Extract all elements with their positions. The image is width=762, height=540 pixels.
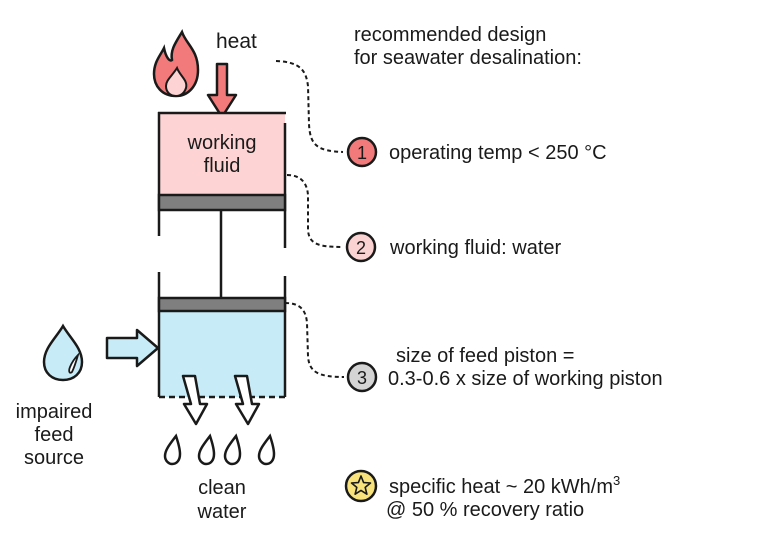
down-arrow-icon bbox=[206, 62, 238, 119]
working-piston bbox=[157, 193, 287, 212]
clean-water-drop-icon bbox=[197, 433, 216, 466]
clean-water-drops bbox=[163, 433, 276, 466]
working-fluid-region bbox=[159, 113, 285, 195]
flame-icon bbox=[152, 29, 200, 98]
feed-cylinder bbox=[157, 272, 287, 399]
outflow-arrow-icon bbox=[233, 374, 261, 426]
clean-water-drop-icon bbox=[163, 433, 182, 466]
star-text-superscript: 3 bbox=[613, 473, 620, 488]
connector-1 bbox=[275, 60, 344, 153]
star-text-line1: specific heat ~ 20 kWh/m3 bbox=[389, 473, 620, 498]
connector-3 bbox=[284, 302, 345, 378]
feed-label-line2: feed bbox=[35, 424, 74, 446]
connector-2 bbox=[286, 174, 344, 248]
svg-text:3: 3 bbox=[357, 368, 367, 388]
recommendation-2-text: working fluid: water bbox=[389, 237, 562, 259]
feed-label-line3: source bbox=[24, 447, 84, 469]
clean-water-drop-icon bbox=[257, 433, 276, 466]
clean-water-label-line2: water bbox=[197, 501, 247, 523]
svg-text:1: 1 bbox=[357, 143, 367, 163]
outflow-arrow-icon bbox=[181, 374, 209, 426]
feed-label-line1: impaired bbox=[16, 401, 93, 423]
clean-water-drop-icon bbox=[223, 433, 242, 466]
recommendations-heading-line2: for seawater desalination: bbox=[354, 47, 582, 69]
feed-piston bbox=[157, 296, 287, 313]
heat-label: heat bbox=[216, 30, 257, 53]
badge-1: 1 bbox=[346, 136, 378, 168]
badge-3: 3 bbox=[346, 361, 378, 393]
recommendations-heading-line1: recommended design bbox=[354, 24, 546, 46]
svg-text:2: 2 bbox=[356, 238, 366, 258]
water-drop-icon bbox=[42, 323, 84, 382]
feed-region bbox=[159, 311, 285, 397]
working-cylinder bbox=[157, 111, 287, 248]
badge-2: 2 bbox=[345, 231, 377, 263]
star-icon bbox=[350, 475, 372, 495]
recommendation-3-text-line1: size of feed piston = bbox=[396, 345, 574, 367]
connectors bbox=[275, 60, 345, 378]
star-text-main: specific heat ~ 20 kWh/m bbox=[389, 476, 613, 498]
working-fluid-label-line1: working bbox=[187, 132, 257, 154]
star-badge bbox=[344, 469, 378, 503]
recommendation-3-text-line2: 0.3-0.6 x size of working piston bbox=[388, 368, 663, 390]
clean-water-label-line1: clean bbox=[198, 477, 246, 499]
star-text-line2: @ 50 % recovery ratio bbox=[386, 499, 584, 521]
right-arrow-icon bbox=[105, 328, 160, 368]
working-fluid-label-line2: fluid bbox=[204, 155, 241, 177]
recommendation-1-text: operating temp < 250 °C bbox=[389, 142, 607, 164]
